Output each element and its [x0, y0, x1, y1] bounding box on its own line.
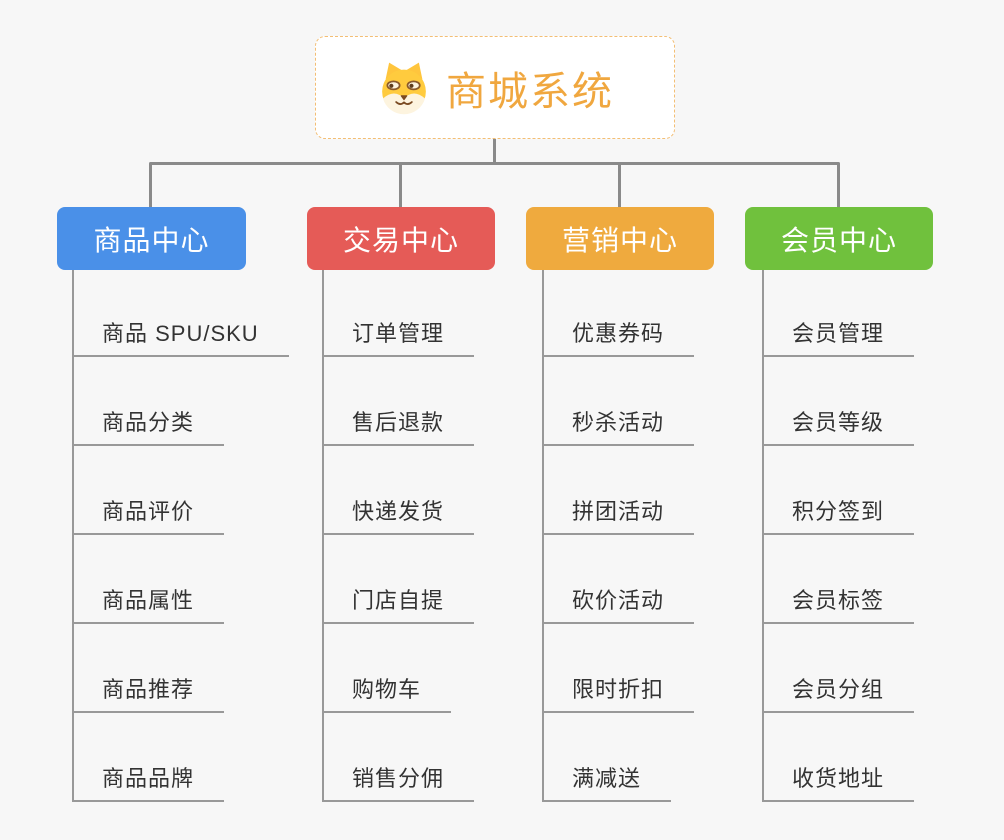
leaf-node[interactable]: 快递发货	[322, 498, 475, 535]
leaf-node[interactable]: 会员等级	[762, 409, 915, 446]
branch-node-member-center[interactable]: 会员中心	[745, 207, 933, 270]
branch-label: 交易中心	[342, 224, 459, 256]
connector-branch-stem	[837, 164, 840, 208]
root-node[interactable]: 商城系统	[315, 36, 675, 139]
leaf-node[interactable]: 会员管理	[762, 320, 915, 357]
branch-node-product-center[interactable]: 商品中心	[57, 207, 246, 270]
leaf-node[interactable]: 销售分佣	[322, 765, 475, 802]
leaf-node[interactable]: 售后退款	[322, 409, 475, 446]
branch-node-trade-center[interactable]: 交易中心	[307, 207, 495, 270]
connector-branch-stem	[149, 164, 152, 208]
leaf-node[interactable]: 收货地址	[762, 765, 915, 802]
leaf-node[interactable]: 会员分组	[762, 676, 915, 713]
leaf-node[interactable]: 优惠券码	[542, 320, 695, 357]
leaf-node[interactable]: 订单管理	[322, 320, 475, 357]
leaf-node[interactable]: 限时折扣	[542, 676, 695, 713]
connector-root-stem	[493, 138, 496, 164]
branch-spine	[542, 270, 544, 801]
branch-label: 营销中心	[561, 224, 678, 256]
leaf-node[interactable]: 拼团活动	[542, 498, 695, 535]
shiba-dog-icon	[376, 60, 432, 116]
leaf-node[interactable]: 满减送	[542, 765, 672, 802]
branch-spine	[72, 270, 74, 801]
connector-branch-stem	[399, 164, 402, 208]
leaf-node[interactable]: 商品品牌	[72, 765, 225, 802]
leaf-node[interactable]: 会员标签	[762, 587, 915, 624]
branch-node-marketing-center[interactable]: 营销中心	[526, 207, 714, 270]
branch-spine	[762, 270, 764, 801]
leaf-node[interactable]: 秒杀活动	[542, 409, 695, 446]
leaf-node[interactable]: 商品 SPU/SKU	[72, 320, 289, 357]
leaf-node[interactable]: 商品评价	[72, 498, 225, 535]
root-title: 商城系统	[446, 69, 614, 114]
branch-spine	[322, 270, 324, 801]
leaf-node[interactable]: 商品分类	[72, 409, 225, 446]
leaf-node[interactable]: 砍价活动	[542, 587, 695, 624]
leaf-node[interactable]: 商品推荐	[72, 676, 225, 713]
branch-label: 会员中心	[780, 224, 897, 256]
leaf-node[interactable]: 门店自提	[322, 587, 475, 624]
leaf-node[interactable]: 积分签到	[762, 498, 915, 535]
connector-branch-stem	[618, 164, 621, 208]
connector-bus	[149, 162, 840, 165]
leaf-node[interactable]: 商品属性	[72, 587, 225, 624]
leaf-node[interactable]: 购物车	[322, 676, 452, 713]
branch-label: 商品中心	[93, 224, 210, 256]
